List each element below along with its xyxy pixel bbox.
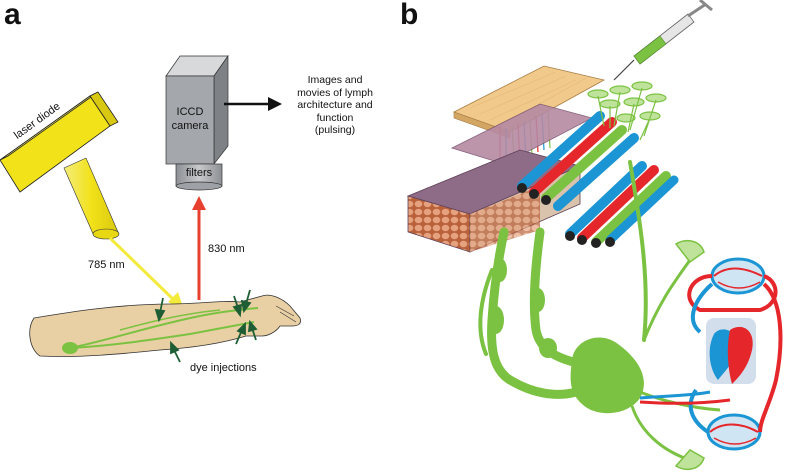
collecting-lymphatics bbox=[478, 160, 692, 399]
vessel-tubes bbox=[517, 111, 679, 248]
syringe-icon bbox=[613, 0, 713, 81]
output-line-5: (pulsing) bbox=[314, 124, 356, 136]
injection-arrows bbox=[154, 289, 258, 363]
circulation-loops bbox=[639, 274, 783, 434]
camera-label-line2: camera bbox=[171, 120, 209, 132]
panel-b bbox=[406, 0, 783, 471]
output-line-3: architecture and bbox=[297, 99, 373, 111]
filters-label: filters bbox=[185, 167, 213, 179]
iccd-camera bbox=[165, 54, 229, 191]
panel-a-label: a bbox=[4, 0, 21, 31]
panel-a bbox=[0, 54, 301, 363]
panel-b-label: b bbox=[400, 0, 419, 31]
output-description: Images and movies of lymph architecture … bbox=[286, 74, 384, 137]
dye-injections-label: dye injections bbox=[190, 362, 257, 374]
output-line-1: Images and bbox=[307, 74, 363, 86]
emission-wavelength-label: 830 nm bbox=[208, 243, 245, 255]
heart-icon bbox=[706, 318, 756, 384]
laser-diode bbox=[0, 91, 120, 240]
output-arrow bbox=[224, 97, 282, 111]
output-line-4: function bbox=[316, 111, 354, 124]
output-line-2: movies of lymph bbox=[297, 86, 373, 99]
emission-beam bbox=[192, 196, 206, 300]
arm-illustration bbox=[29, 294, 301, 357]
lymphatic-capillaries bbox=[587, 81, 667, 141]
tissue-block bbox=[406, 149, 582, 253]
excitation-beam bbox=[108, 236, 184, 310]
excitation-wavelength-label: 785 nm bbox=[88, 259, 125, 271]
camera-label-line1: ICCD bbox=[176, 106, 204, 118]
